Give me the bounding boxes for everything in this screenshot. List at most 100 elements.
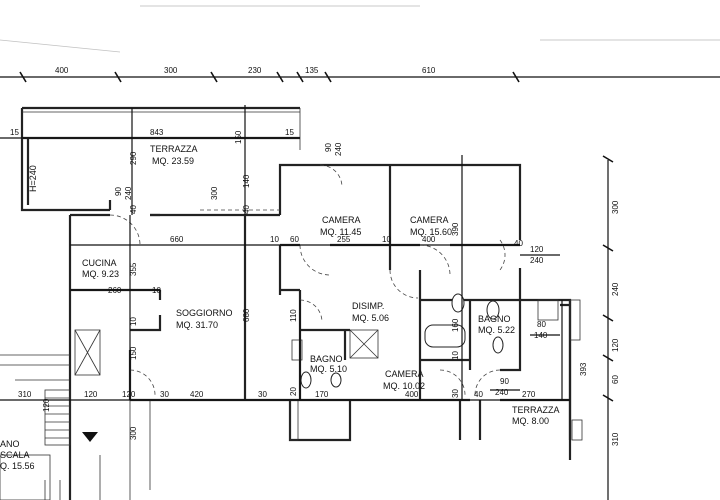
- disimp-name: DISIMP.: [352, 301, 384, 311]
- terrazza-bottom-name: TERRAZZA: [512, 405, 560, 415]
- camera-1-name: CAMERA: [322, 215, 361, 225]
- dim-40a: 40: [129, 205, 138, 214]
- dim-170: 170: [315, 390, 329, 399]
- dim-660: 660: [170, 235, 184, 244]
- dim-15a: 15: [10, 128, 19, 137]
- dim-270: 270: [522, 390, 536, 399]
- top-dimension-chain: 400 300 230 135 610: [0, 66, 720, 83]
- sink-icon: [486, 300, 500, 320]
- dim-30b: 30: [258, 390, 267, 399]
- height-label: H=240: [28, 165, 38, 192]
- dim-10b: 10: [382, 235, 391, 244]
- top-dim-230: 230: [248, 66, 262, 75]
- terrazza-top-area: MQ. 23.59: [152, 156, 194, 166]
- top-dim-610: 610: [422, 66, 436, 75]
- dim-140b: 140: [534, 331, 548, 340]
- vano-scala-area: Q. 15.56: [0, 461, 35, 471]
- dim-300b: 300: [129, 426, 138, 440]
- dim-140: 140: [242, 174, 251, 188]
- camera-3-name: CAMERA: [385, 369, 424, 379]
- dim-680: 680: [242, 308, 251, 322]
- dim-90b: 90: [114, 187, 123, 196]
- dim-400a: 400: [422, 235, 436, 244]
- right-dim-240: 240: [611, 282, 620, 296]
- dim-390: 390: [451, 222, 460, 236]
- dim-120c: 120: [84, 390, 98, 399]
- bathtub-icon: [424, 324, 466, 348]
- right-dim-60: 60: [611, 375, 620, 384]
- inner-dimension-labels: 15 843 150 15 90 240 290 90 240 300 140 …: [10, 128, 588, 440]
- scan-artifacts: [0, 5, 720, 53]
- dim-150a: 150: [234, 130, 243, 144]
- vano-scala-name-2: SCALA: [0, 450, 30, 460]
- dim-10c: 10: [152, 286, 161, 295]
- dim-80: 80: [537, 320, 546, 329]
- inner-dimension-lines: [0, 105, 570, 401]
- dim-40b: 40: [242, 205, 251, 214]
- dim-400b: 400: [405, 390, 419, 399]
- dim-240d: 240: [495, 388, 509, 397]
- terrazza-top-name: TERRAZZA: [150, 144, 198, 154]
- bagno-right-name: BAGNO: [478, 314, 511, 324]
- dim-10e: 10: [451, 351, 460, 360]
- dim-10d: 10: [129, 317, 138, 326]
- camera-1-area: MQ. 11.45: [320, 227, 361, 237]
- dim-40e: 40: [474, 390, 483, 399]
- camera-3-area: MQ. 10.02: [383, 381, 425, 391]
- walls: [0, 106, 572, 500]
- dim-90a: 90: [324, 143, 333, 152]
- dim-60: 60: [290, 235, 299, 244]
- dim-120d: 120: [122, 390, 136, 399]
- dim-255: 255: [337, 235, 351, 244]
- small-toilet-icon: [330, 372, 342, 388]
- dim-420: 420: [190, 390, 204, 399]
- bagno-small-name: BAGNO: [310, 354, 343, 364]
- cucina-name: CUCINA: [82, 258, 117, 268]
- dim-160: 160: [451, 318, 460, 332]
- dim-20: 20: [289, 387, 298, 396]
- soggiorno-area: MQ. 31.70: [176, 320, 218, 330]
- dim-260: 260: [108, 286, 122, 295]
- dim-150b: 150: [129, 346, 138, 360]
- dim-240a: 240: [334, 142, 343, 156]
- dim-40c: 40: [514, 239, 523, 248]
- terrazza-bottom-area: MQ. 8.00: [512, 416, 549, 426]
- sanitary-fixtures: [289, 293, 583, 441]
- bagno-right-area: MQ. 5.22: [478, 325, 515, 335]
- top-dim-135: 135: [305, 66, 319, 75]
- dim-843: 843: [150, 128, 164, 137]
- dim-240c: 240: [530, 256, 544, 265]
- disimp-area: MQ. 5.06: [352, 313, 389, 323]
- right-dim-310: 310: [611, 432, 620, 446]
- stair-hatch: [0, 329, 101, 500]
- dim-30c: 30: [451, 389, 460, 398]
- dim-90c: 90: [500, 377, 509, 386]
- right-dim-300: 300: [611, 200, 620, 214]
- door-swings: [109, 164, 506, 396]
- dim-240b: 240: [124, 186, 133, 200]
- dim-300: 300: [210, 186, 219, 200]
- dim-393: 393: [579, 362, 588, 376]
- dim-355: 355: [129, 262, 138, 276]
- cucina-area: MQ. 9.23: [82, 269, 119, 279]
- vano-scala-name: ANO: [0, 439, 20, 449]
- right-dimension-chain: 300 240 120 60 310: [602, 155, 620, 500]
- dim-10a: 10: [270, 235, 279, 244]
- top-dim-300: 300: [164, 66, 178, 75]
- camera-2-name: CAMERA: [410, 215, 449, 225]
- washbasin-icon: [300, 371, 312, 389]
- dim-110: 110: [289, 309, 298, 322]
- dim-290: 290: [129, 151, 138, 165]
- dim-310: 310: [18, 390, 32, 399]
- top-dim-400: 400: [55, 66, 69, 75]
- toilet-icon: [451, 293, 465, 313]
- right-dim-120: 120: [611, 338, 620, 352]
- soggiorno-name: SOGGIORNO: [176, 308, 233, 318]
- dim-120a: 120: [530, 245, 544, 254]
- dim-15b: 15: [285, 128, 294, 137]
- stair-arrow-icon: [82, 432, 98, 442]
- dim-30a: 30: [160, 390, 169, 399]
- dim-120b: 120: [42, 398, 51, 412]
- camera-2-area: MQ. 15.60: [410, 227, 452, 237]
